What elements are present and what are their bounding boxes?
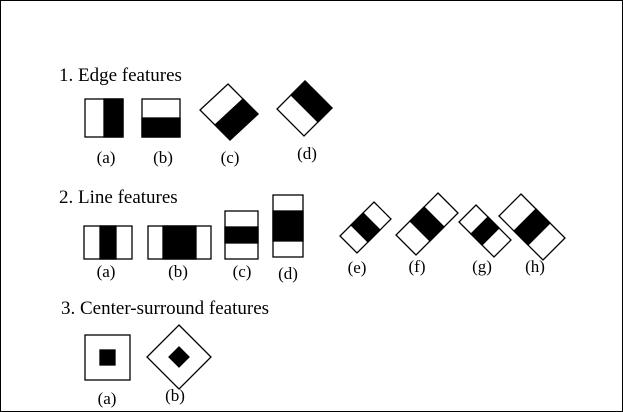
feature-dark-region — [99, 349, 116, 366]
line-label-c: (c) — [233, 262, 252, 281]
feature-dark-region — [214, 98, 259, 141]
line-feature-e — [339, 201, 392, 254]
feature-dark-region — [103, 98, 124, 138]
feature-dark-region — [141, 117, 181, 138]
feature-dark-region — [162, 225, 197, 260]
line-feature-f — [395, 192, 459, 256]
line-feature-h — [498, 193, 566, 261]
feature-dark-region — [224, 226, 259, 244]
edge-label-b: (b) — [153, 148, 173, 167]
line-label-g: (g) — [472, 257, 492, 276]
line-label-b: (b) — [168, 262, 188, 281]
section-title-center-surround: 3. Center-surround features — [61, 298, 269, 319]
feature-dark-region — [409, 206, 445, 242]
center-surround-label-a: (a) — [98, 389, 117, 408]
line-feature-b — [147, 225, 212, 260]
line-label-h: (h) — [525, 257, 545, 276]
feature-dark-region — [470, 216, 500, 246]
feature-dark-region — [99, 225, 117, 260]
edge-feature-a — [84, 98, 124, 138]
line-feature-g — [458, 204, 512, 258]
edge-feature-d — [276, 80, 333, 137]
line-label-d: (d) — [278, 264, 298, 283]
center-surround-feature-b — [146, 324, 212, 390]
line-label-e: (e) — [348, 258, 367, 277]
line-label-a: (a) — [97, 262, 116, 281]
feature-dark-region — [513, 208, 551, 246]
edge-label-c: (c) — [221, 148, 240, 167]
feature-dark-region — [272, 210, 304, 242]
section-line-features: 2. Line features (a) (b) (c) (d) — [59, 187, 566, 283]
center-surround-feature-a — [84, 334, 131, 381]
feature-dark-region — [350, 212, 381, 243]
line-feature-c — [224, 210, 259, 260]
center-surround-label-b: (b) — [165, 386, 185, 405]
feature-dark-region — [290, 80, 333, 123]
edge-label-a: (a) — [97, 148, 116, 167]
section-title-edge: 1. Edge features — [59, 65, 182, 86]
edge-label-d: (d) — [297, 144, 317, 163]
line-feature-d — [272, 194, 304, 258]
edge-feature-b — [141, 98, 181, 138]
feature-dark-region — [168, 346, 190, 368]
section-title-line: 2. Line features — [59, 187, 178, 208]
section-center-surround-features: 3. Center-surround features (a) (b) — [61, 298, 269, 408]
section-edge-features: 1. Edge features (a) (b) (c) (d) — [59, 65, 333, 167]
line-feature-a — [83, 225, 133, 260]
line-label-f: (f) — [409, 257, 426, 276]
edge-feature-c — [199, 83, 259, 141]
